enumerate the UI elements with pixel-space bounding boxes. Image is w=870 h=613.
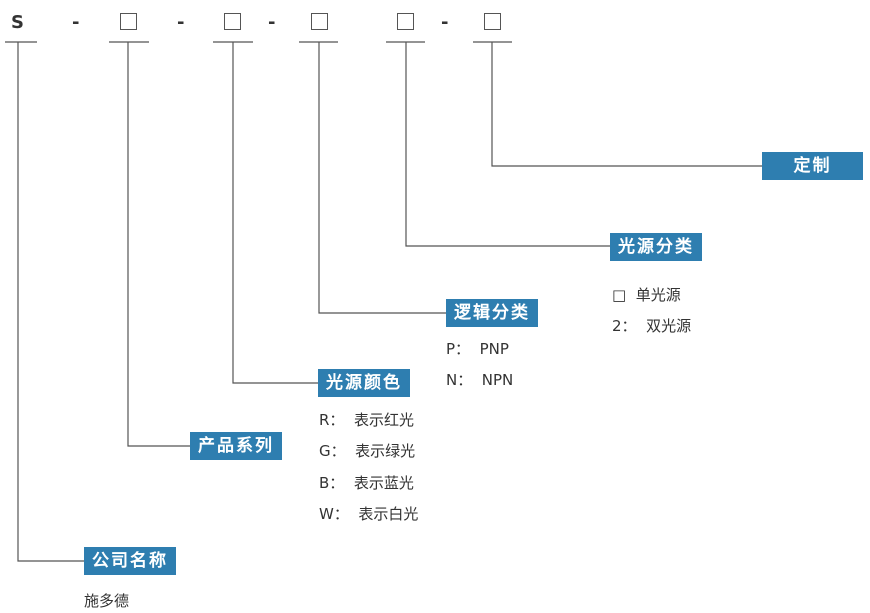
label-light-source-type: 光源分类 bbox=[610, 233, 702, 261]
code-dash-1: - bbox=[72, 12, 80, 33]
light-source-option: 2： 双光源 bbox=[612, 317, 692, 335]
color-option: R： 表示红光 bbox=[319, 411, 414, 429]
color-option: G： 表示绿光 bbox=[319, 442, 416, 460]
code-box-custom bbox=[484, 13, 501, 30]
logic-option: P： PNP bbox=[446, 340, 509, 358]
label-series: 产品系列 bbox=[190, 432, 282, 460]
color-option: W： 表示白光 bbox=[319, 505, 419, 523]
code-dash-4: - bbox=[441, 12, 449, 33]
company-value: 施多德 bbox=[84, 592, 130, 610]
code-box-logic bbox=[311, 13, 328, 30]
label-logic-type: 逻辑分类 bbox=[446, 299, 538, 327]
light-source-option: □ 单光源 bbox=[612, 286, 681, 304]
code-dash-2: - bbox=[177, 12, 185, 33]
code-box-light-type bbox=[397, 13, 414, 30]
label-light-color: 光源颜色 bbox=[318, 369, 410, 397]
label-company: 公司名称 bbox=[84, 547, 176, 575]
color-option: B： 表示蓝光 bbox=[319, 474, 414, 492]
label-custom: 定制 bbox=[762, 152, 863, 180]
code-box-color bbox=[224, 13, 241, 30]
code-dash-3: - bbox=[268, 12, 276, 33]
code-box-series bbox=[120, 13, 137, 30]
logic-option: N： NPN bbox=[446, 371, 514, 389]
code-prefix: S bbox=[11, 12, 24, 33]
